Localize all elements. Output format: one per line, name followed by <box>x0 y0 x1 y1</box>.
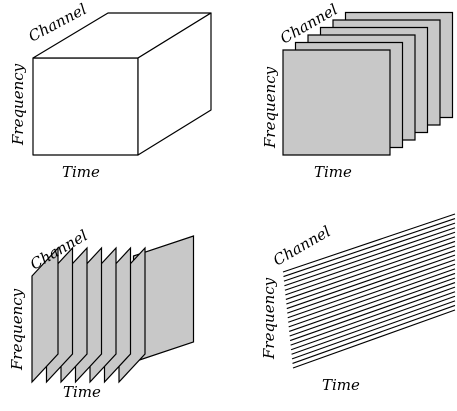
panel-stacked-slabs-time-label: Time <box>314 163 352 181</box>
panel-fiber-lines-frequency-label: Frequency <box>260 277 278 360</box>
fiber-line-19 <box>291 295 456 355</box>
fiber-line-15 <box>289 277 456 337</box>
panel-cube-time-label: Time <box>62 163 100 181</box>
fiber-line-18 <box>290 291 456 351</box>
fiber-line-7 <box>285 240 456 300</box>
panel-tilted-slices-frequency-label: Frequency <box>8 288 26 371</box>
panel-fiber-lines <box>282 213 456 369</box>
panel-cube <box>32 12 212 156</box>
fiber-line-3 <box>283 222 456 282</box>
cube-side-face <box>137 12 212 156</box>
slice-1 <box>31 246 59 384</box>
panel-cube-frequency-label: Frequency <box>9 63 27 146</box>
fiber-line-11 <box>287 259 456 319</box>
fiber-line-4 <box>284 227 456 287</box>
cube-front-face <box>32 57 139 156</box>
fiber-line-10 <box>287 254 456 314</box>
fiber-line-5 <box>284 231 456 291</box>
panel-stacked-slabs <box>282 11 454 156</box>
panel-stacked-slabs-frequency-label: Frequency <box>261 66 279 149</box>
fiber-line-14 <box>289 272 456 332</box>
fiber-line-17 <box>290 286 456 346</box>
fiber-line-2 <box>283 218 456 278</box>
fiber-line-12 <box>288 263 456 323</box>
slab-1 <box>282 49 391 156</box>
fiber-line-20 <box>291 300 456 360</box>
fiber-line-13 <box>288 268 456 328</box>
fiber-line-1 <box>282 213 456 273</box>
fiber-line-21 <box>292 304 456 364</box>
fiber-line-6 <box>285 236 456 296</box>
fiber-line-8 <box>286 245 456 305</box>
fiber-line-16 <box>289 282 456 342</box>
fiber-line-22 <box>292 309 456 369</box>
panel-tilted-slices <box>31 235 195 384</box>
panel-fiber-lines-time-label: Time <box>322 376 360 394</box>
panel-tilted-slices-time-label: Time <box>63 383 101 401</box>
fiber-line-9 <box>286 250 456 310</box>
